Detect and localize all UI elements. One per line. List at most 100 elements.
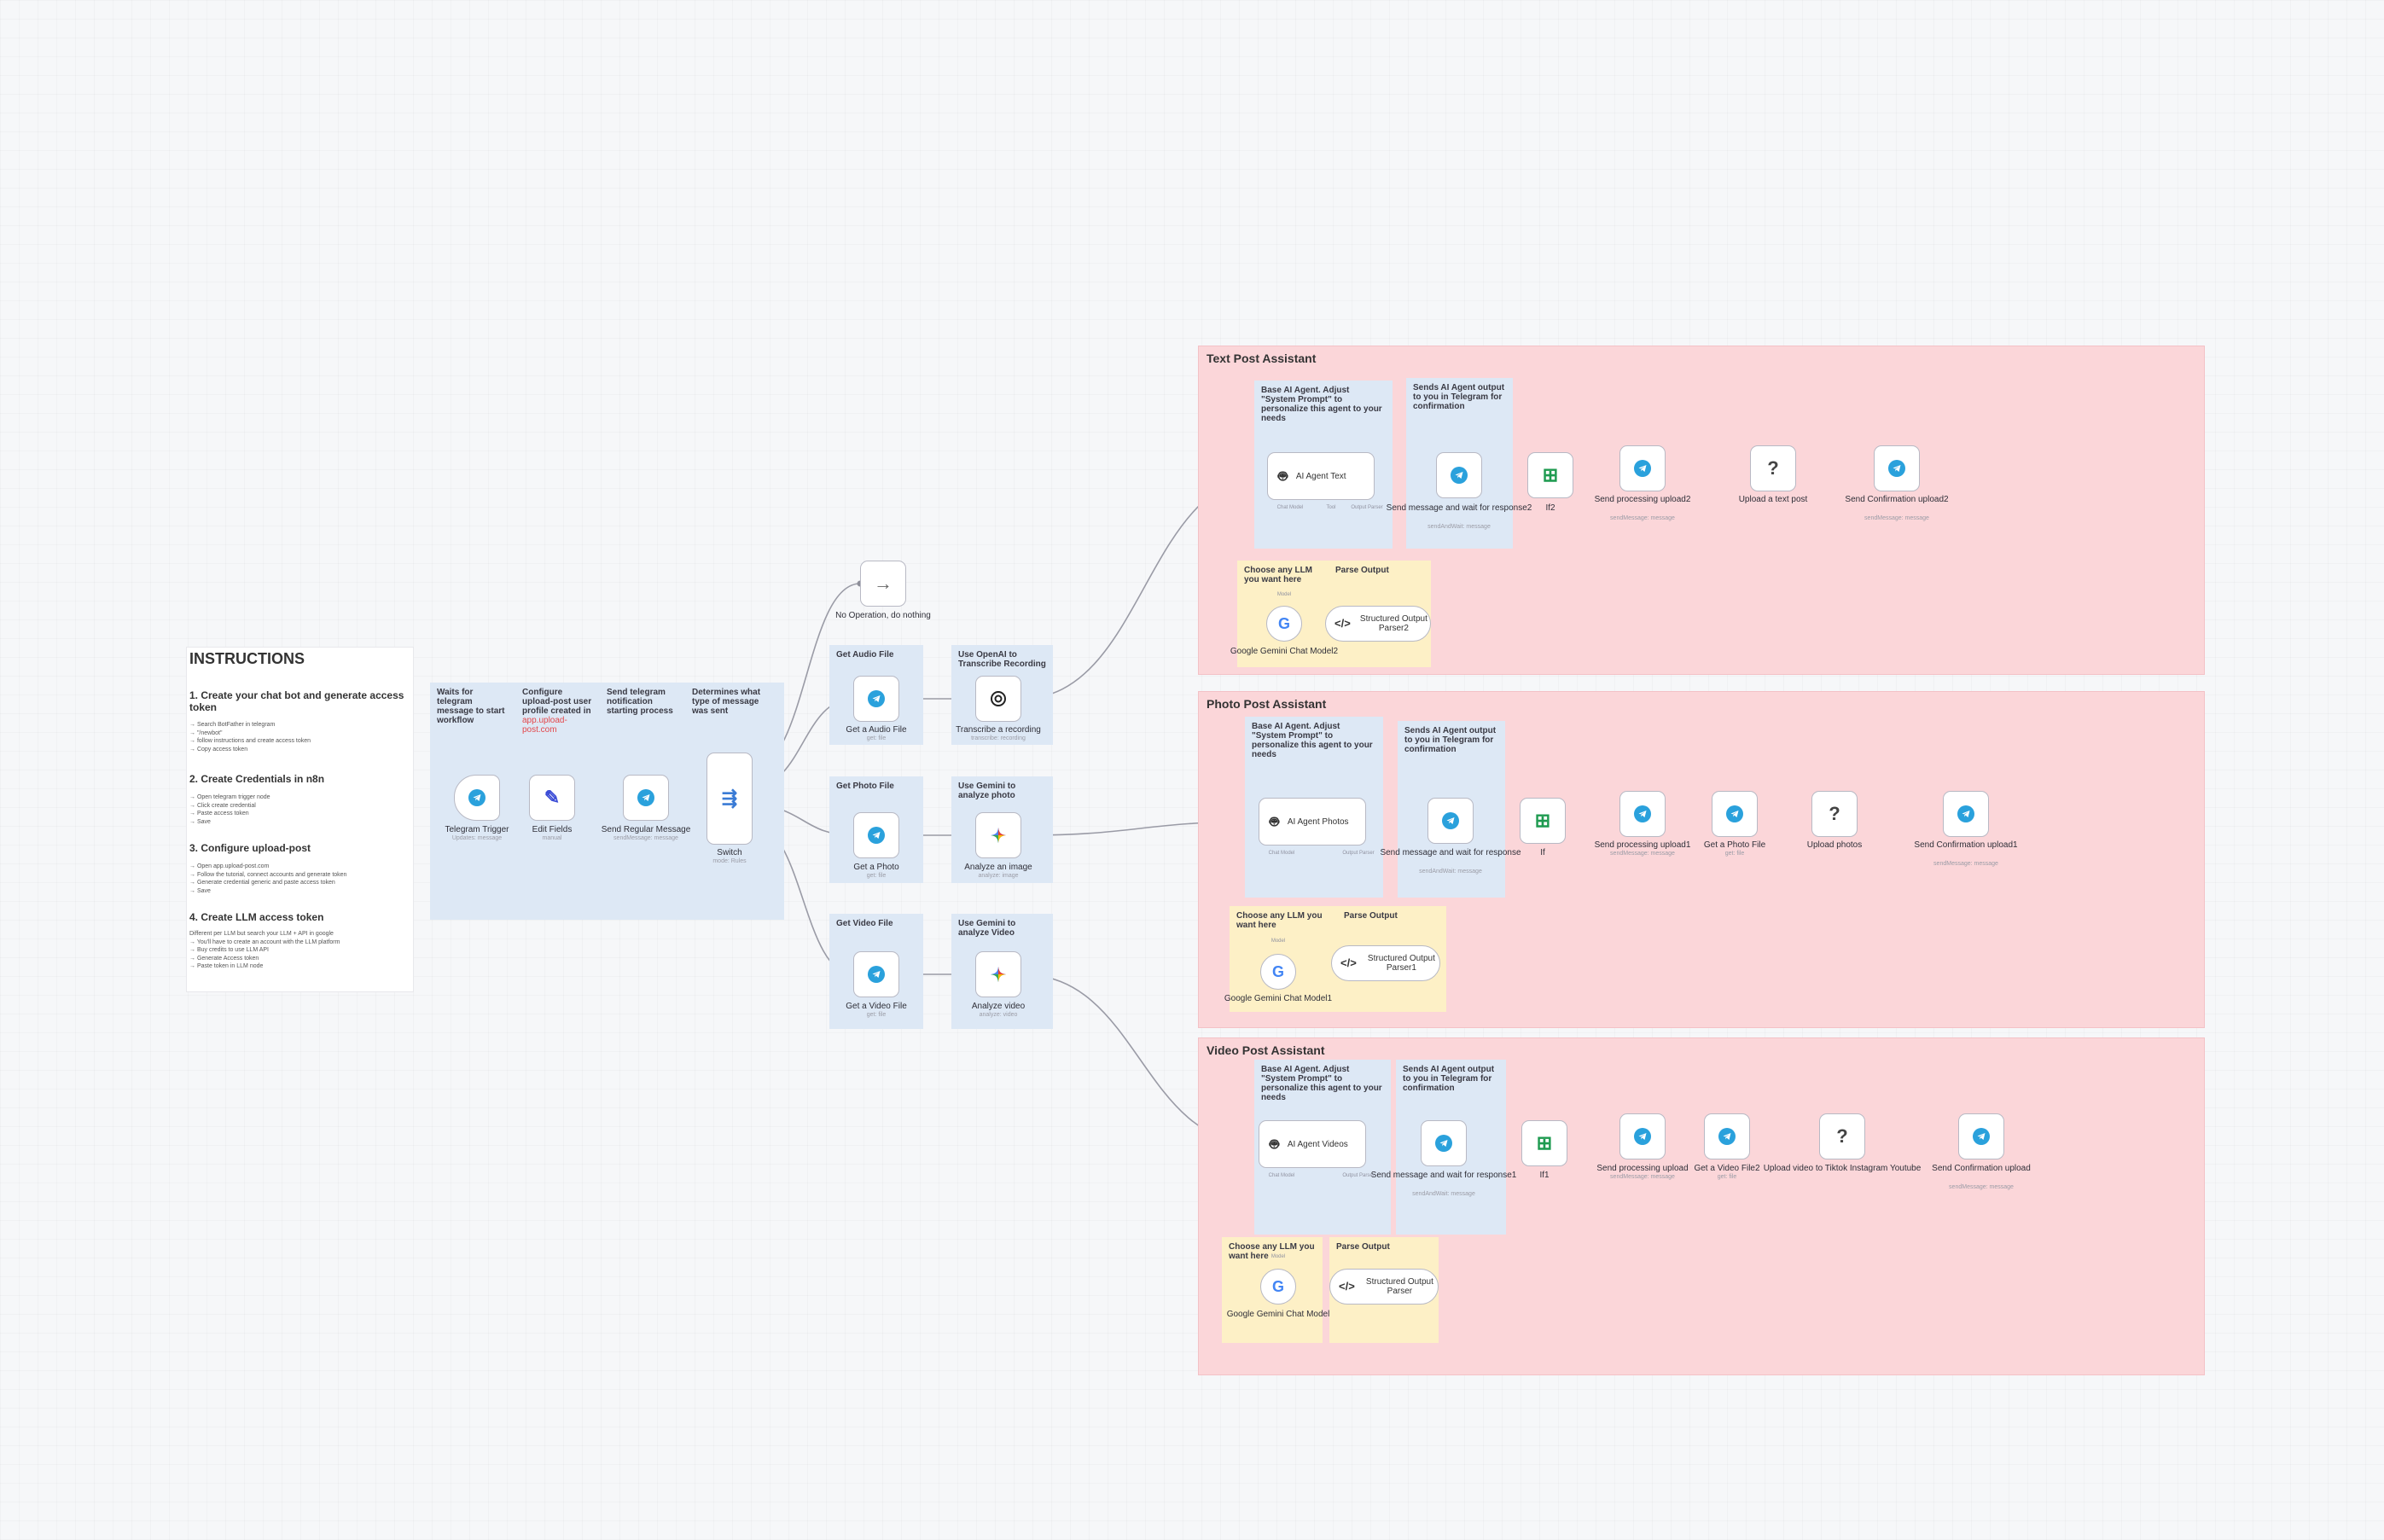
node-get-video-file[interactable] xyxy=(853,951,899,997)
port-label-tool: Tool xyxy=(1326,505,1336,510)
instructions-step-3-bullets: → Open app.upload-post.com → Follow the … xyxy=(189,863,407,895)
node-send-regular-message[interactable] xyxy=(623,775,669,821)
node-analyze-video[interactable] xyxy=(975,951,1021,997)
node-send-processing-upload1[interactable] xyxy=(1619,791,1666,837)
node-subtitle: sendAndWait: message xyxy=(1412,1191,1475,1197)
node-ai-agent-videos[interactable]: 🤖︎ AI Agent Videos xyxy=(1259,1120,1366,1168)
bullet: → follow instructions and create access … xyxy=(189,738,311,744)
question-icon: ? xyxy=(1767,457,1779,479)
node-subtitle: get: file xyxy=(866,1012,887,1018)
node-send-processing-upload2[interactable] xyxy=(1619,445,1666,491)
node-subtitle: get: file xyxy=(1717,1174,1737,1180)
arrow-right-icon: → xyxy=(874,572,893,594)
note-text: Parse Output xyxy=(1335,566,1389,575)
node-upload-text-post[interactable]: ? xyxy=(1750,445,1796,491)
node-send-wait-text[interactable] xyxy=(1436,452,1482,498)
node-if[interactable]: ⊞ xyxy=(1520,798,1566,844)
node-upload-video[interactable]: ? xyxy=(1819,1113,1865,1159)
upload-post-link[interactable]: app.upload-post.com xyxy=(522,716,567,735)
node-subtitle: sendMessage: message xyxy=(1864,515,1929,521)
instructions-step-2-title: 2. Create Credentials in n8n xyxy=(189,773,325,785)
node-ai-agent-photos[interactable]: 🤖︎ AI Agent Photos xyxy=(1259,798,1366,846)
node-gemini-chat-model1[interactable]: G xyxy=(1260,954,1296,990)
node-if2[interactable]: ⊞ xyxy=(1527,452,1573,498)
section-title: Photo Post Assistant xyxy=(1207,697,1327,711)
node-label: Structured Output Parser xyxy=(1365,1277,1433,1296)
note-text: Waits for telegram message to start work… xyxy=(437,688,505,725)
node-analyze-image[interactable] xyxy=(975,812,1021,858)
node-structured-output-parser[interactable]: </> Structured Output Parser xyxy=(1329,1269,1439,1305)
instructions-title: INSTRUCTIONS xyxy=(189,650,305,667)
node-label: Google Gemini Chat Model1 xyxy=(1224,994,1333,1003)
telegram-icon xyxy=(1888,460,1905,477)
node-switch[interactable]: ⇶ xyxy=(706,753,753,845)
node-send-wait-video[interactable] xyxy=(1421,1120,1467,1166)
gemini-icon xyxy=(990,966,1007,983)
telegram-icon xyxy=(868,966,885,983)
node-label: AI Agent Text xyxy=(1295,471,1346,481)
node-send-confirmation-upload[interactable] xyxy=(1958,1113,2004,1159)
telegram-icon xyxy=(1634,1128,1651,1145)
node-label: Send message and wait for response xyxy=(1380,848,1521,857)
bullet: → Search BotFather in telegram xyxy=(189,722,276,728)
node-ai-agent-text[interactable]: 🤖︎ AI Agent Text xyxy=(1267,452,1375,500)
node-label: Analyze video xyxy=(971,1002,1026,1011)
port-label-chat-model: Chat Model xyxy=(1268,1173,1295,1178)
telegram-icon xyxy=(1435,1135,1452,1152)
instructions-step-4-bullets: Different per LLM but search your LLM + … xyxy=(189,930,407,971)
node-label: Telegram Trigger xyxy=(445,825,509,834)
node-structured-output-parser2[interactable]: </> Structured Output Parser2 xyxy=(1325,606,1431,642)
bullet: → Save xyxy=(189,818,211,825)
telegram-icon xyxy=(1634,805,1651,822)
instructions-step-2-bullets: → Open telegram trigger node → Click cre… xyxy=(189,793,407,826)
switch-icon: ⇶ xyxy=(721,787,738,809)
node-get-photo-file[interactable] xyxy=(1712,791,1758,837)
node-send-wait-photo[interactable] xyxy=(1427,798,1474,844)
node-label: Upload video to Tiktok Instagram Youtube xyxy=(1763,1164,1922,1173)
node-send-processing-upload[interactable] xyxy=(1619,1113,1666,1159)
node-label: Send processing upload1 xyxy=(1594,840,1691,850)
node-send-confirmation-upload2[interactable] xyxy=(1874,445,1920,491)
bullet: → Generate Access token xyxy=(189,955,259,962)
instructions-step-1-title: 1. Create your chat bot and generate acc… xyxy=(189,689,404,713)
node-label: Analyze an image xyxy=(964,863,1032,872)
telegram-icon xyxy=(1442,812,1459,829)
telegram-icon xyxy=(868,690,885,707)
note-text: Choose any LLM you want here xyxy=(1229,1242,1315,1261)
node-edit-fields[interactable]: ✎ xyxy=(529,775,575,821)
note-text: Use Gemini to analyze Video xyxy=(958,919,1016,938)
instructions-panel[interactable]: INSTRUCTIONS 1. Create your chat bot and… xyxy=(186,647,414,992)
node-no-operation[interactable]: → xyxy=(860,561,906,607)
node-structured-output-parser1[interactable]: </> Structured Output Parser1 xyxy=(1331,945,1440,981)
node-label: Structured Output Parser1 xyxy=(1367,954,1435,973)
robot-icon: 🤖︎ xyxy=(1270,1136,1279,1153)
node-get-video-file2[interactable] xyxy=(1704,1113,1750,1159)
bullet: → "/newbot" xyxy=(189,729,223,736)
node-label: Upload photos xyxy=(1806,840,1863,850)
node-gemini-chat-model2[interactable]: G xyxy=(1266,606,1302,642)
telegram-icon xyxy=(868,827,885,844)
node-get-photo[interactable] xyxy=(853,812,899,858)
instructions-step-4-title: 4. Create LLM access token xyxy=(189,911,324,923)
node-label: Google Gemini Chat Model2 xyxy=(1230,647,1339,656)
node-subtitle: sendAndWait: message xyxy=(1419,869,1482,875)
if-icon: ⊞ xyxy=(1542,464,1559,485)
node-transcribe-recording[interactable] xyxy=(975,676,1021,722)
node-label: Send message and wait for response1 xyxy=(1370,1171,1517,1180)
node-if1[interactable]: ⊞ xyxy=(1521,1120,1567,1166)
note-text: Choose any LLM you want here xyxy=(1236,911,1323,930)
node-subtitle: sendMessage: message xyxy=(1933,861,1998,867)
bullet: → Paste access token xyxy=(189,811,249,816)
bullet: → Click create credential xyxy=(189,802,256,809)
node-telegram-trigger[interactable] xyxy=(454,775,500,821)
port-label-chat-model: Chat Model xyxy=(1268,851,1295,856)
telegram-icon xyxy=(1957,805,1974,822)
note-text: Determines what type of message was sent xyxy=(692,688,761,716)
node-gemini-chat-model[interactable]: G xyxy=(1260,1269,1296,1305)
node-subtitle: analyze: video xyxy=(979,1012,1018,1018)
node-get-audio-file[interactable] xyxy=(853,676,899,722)
node-upload-photos[interactable]: ? xyxy=(1811,791,1858,837)
node-send-confirmation-upload1[interactable] xyxy=(1943,791,1989,837)
instructions-step-3-title: 3. Configure upload-post xyxy=(189,842,311,854)
